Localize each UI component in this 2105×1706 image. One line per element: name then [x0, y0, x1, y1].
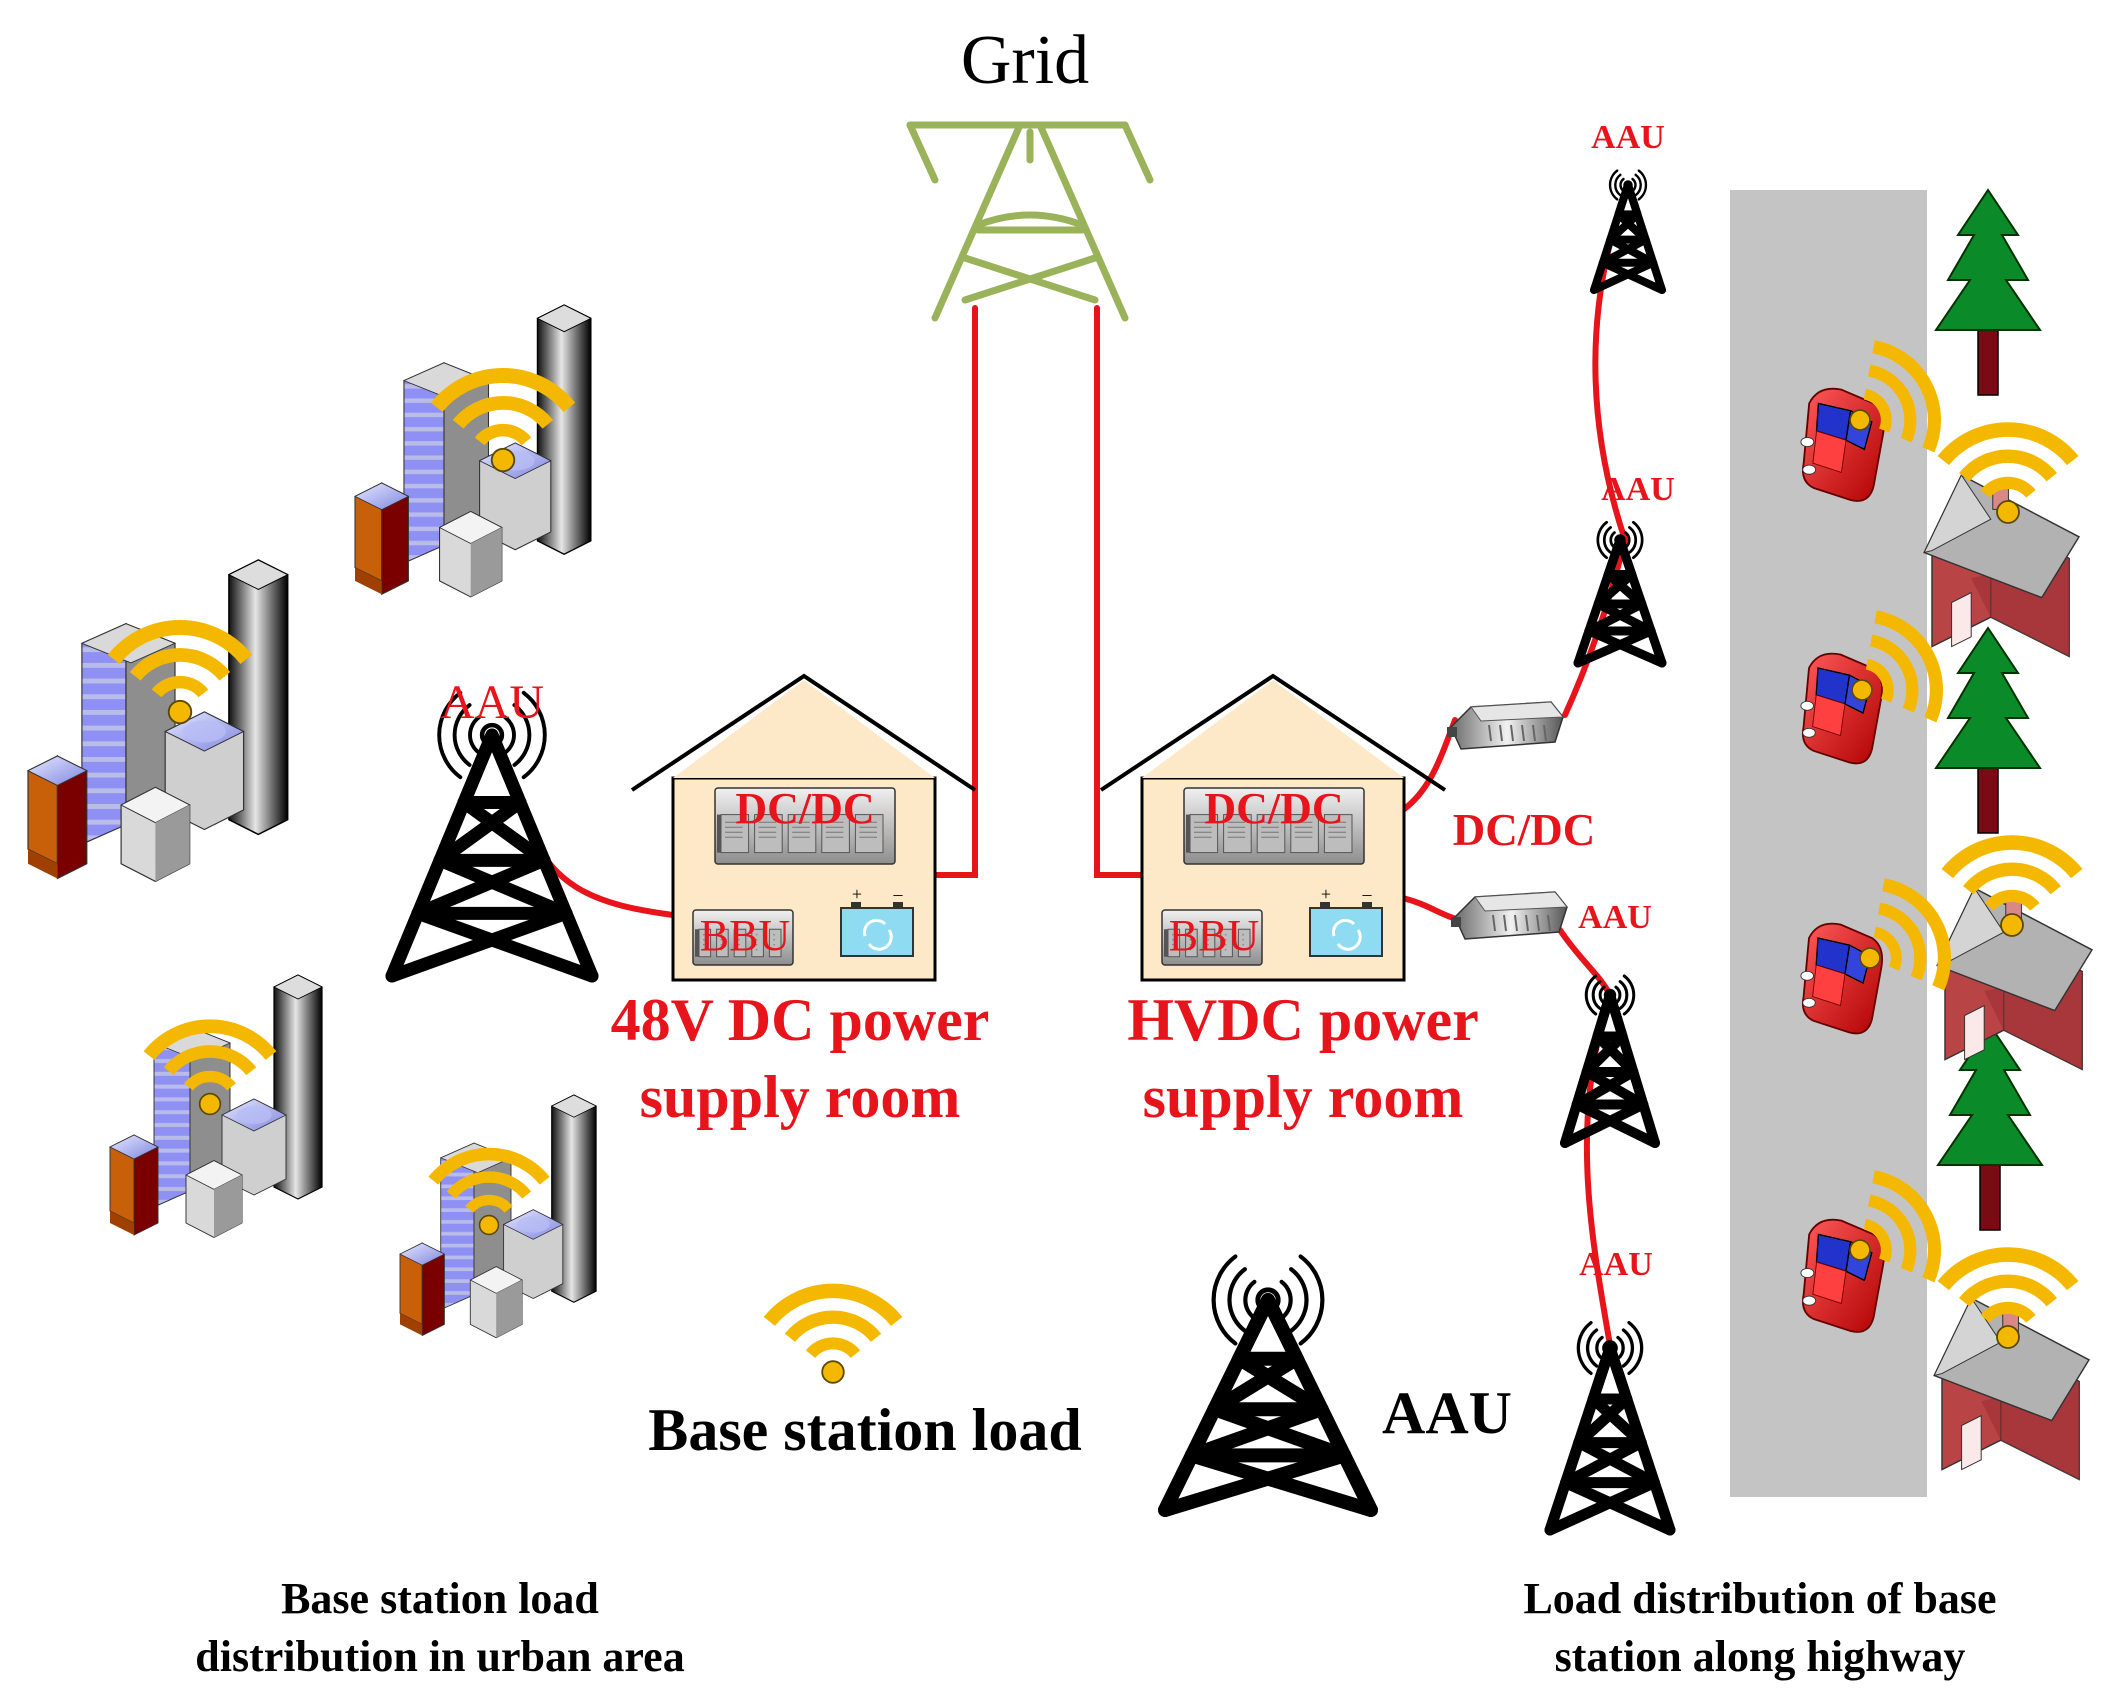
aau-label-highway-3: AAU — [1578, 899, 1652, 936]
room-48v-roof-fill — [673, 680, 935, 778]
legend-signal-icon — [763, 1283, 903, 1384]
car-icon-3 — [1800, 922, 1884, 1035]
wifi-signal-icon — [143, 1019, 277, 1116]
room-hvdc-title-line1: HVDC power — [1127, 987, 1479, 1053]
room-hvdc-roof-fill — [1142, 680, 1404, 778]
highway-aau-tower-2 — [1573, 520, 1667, 668]
room-48v-bbu-module — [692, 909, 794, 966]
house-signal-icon-1 — [1937, 422, 2079, 524]
room-hvdc-title-line2: supply room — [1143, 1064, 1464, 1130]
dc-converter-upper — [1447, 701, 1565, 750]
room-48v-roof — [630, 673, 977, 792]
room-hvdc-dcdc-module — [1183, 787, 1365, 865]
car-signal-icon-3 — [1859, 878, 1951, 991]
converter-dcdc-label: DC/DC — [1453, 805, 1596, 855]
urban-building-cluster-1 — [26, 559, 289, 883]
svg-text:–: – — [893, 884, 904, 904]
room-48v-title-line1: 48V DC power — [611, 987, 990, 1053]
wifi-signal-icon — [430, 367, 576, 473]
car-signal-icon-2 — [1851, 610, 1943, 723]
svg-text:+: + — [852, 884, 862, 904]
house-signal-icon-3 — [1937, 1247, 2079, 1349]
highway-aau-tower-1 — [1590, 169, 1666, 294]
house-icon-1 — [1923, 474, 2081, 658]
room-48v-dcdc-module — [714, 787, 896, 865]
pine-tree-icon-3 — [1936, 1023, 2044, 1231]
grid-feeder-48v — [932, 305, 978, 878]
pine-tree-icon-1 — [1934, 188, 2042, 396]
car-icon-1 — [1800, 387, 1885, 502]
room-hvdc-bbu-module — [1161, 909, 1263, 966]
svg-text:–: – — [1362, 884, 1373, 904]
room-48v-title-line2: supply room — [640, 1064, 961, 1130]
power-lines — [519, 182, 1631, 1348]
urban-building-cluster-2 — [354, 304, 592, 598]
aau-label-highway-2: AAU — [1601, 471, 1675, 508]
transmission-tower-icon — [906, 121, 1154, 322]
urban-aau-tower-icon — [385, 690, 599, 983]
room-48v-bbu-label: BBU — [700, 911, 790, 960]
wifi-signal-icon — [107, 619, 253, 725]
car-icon-4 — [1800, 1218, 1885, 1333]
svg-text:+: + — [1321, 884, 1331, 904]
legend-aau-tower-icon — [1158, 1254, 1378, 1517]
room-hvdc-battery-icon: +– — [1309, 884, 1383, 957]
highway-aau-tower-4 — [1544, 1321, 1676, 1536]
room-48v-battery-icon: +– — [840, 884, 914, 957]
wifi-signal-icon — [428, 1147, 550, 1236]
house-signal-icon-2 — [1941, 835, 2083, 937]
car-signal-icon-4 — [1849, 1170, 1941, 1283]
caption-highway-line2: station along highway — [1555, 1632, 1966, 1681]
legend-aau-label: AAU — [1382, 1380, 1512, 1446]
pine-tree-icon-2 — [1934, 626, 2042, 834]
caption-urban-line1: Base station load — [281, 1574, 599, 1623]
aau-label-highway-1: AAU — [1591, 119, 1665, 156]
caption-highway-line1: Load distribution of base — [1523, 1574, 1996, 1623]
car-signal-icon-1 — [1849, 340, 1941, 453]
legend-base-station-load-label: Base station load — [648, 1397, 1081, 1463]
urban-building-cluster-3 — [109, 974, 323, 1238]
house-icon-2 — [1936, 887, 2094, 1071]
aau-label-urban: AAU — [440, 676, 544, 729]
room-48v-dcdc-label: DC/DC — [735, 784, 874, 833]
room-hvdc-dcdc-label: DC/DC — [1204, 784, 1343, 833]
room-hvdc-roof — [1099, 673, 1447, 792]
highway-aau-tower-3 — [1560, 974, 1660, 1148]
line-hvdc-to-lower-converter — [1400, 895, 1463, 923]
dc-converter-lower — [1451, 891, 1569, 940]
room-hvdc-bbu-label: BBU — [1169, 911, 1259, 960]
grid-label: Grid — [961, 22, 1089, 99]
urban-building-cluster-4 — [399, 1094, 597, 1339]
text-labels: AAU AAU AAU AAU AAU DC/DC 48V DC power s… — [195, 119, 1996, 1681]
line-converter-to-aau-3 — [1557, 927, 1613, 998]
aau-label-highway-4: AAU — [1579, 1246, 1653, 1283]
grid-feeder-hvdc — [1094, 305, 1145, 878]
house-icon-3 — [1933, 1297, 2091, 1481]
caption-urban-line2: distribution in urban area — [195, 1632, 684, 1681]
